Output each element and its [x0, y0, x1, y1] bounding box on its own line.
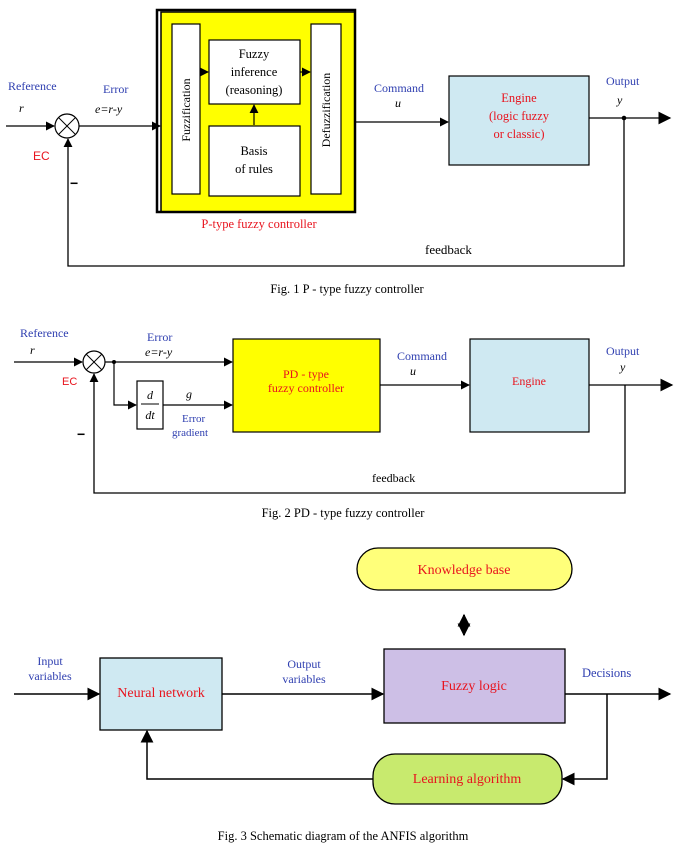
fig2-feedback-path: [89, 373, 626, 494]
fig1-caption: Fig. 1 P - type fuzzy controller: [270, 282, 424, 296]
fig3-anfis-diagram: Input variables Neural network Output va…: [14, 547, 672, 843]
fig1-r-symbol: r: [19, 101, 24, 115]
fig1-controller-label: P-type fuzzy controller: [201, 217, 317, 231]
fig1-feedback-label: feedback: [425, 242, 472, 257]
fig2-u-symbol: u: [410, 364, 416, 378]
fig1-error-label: Error: [103, 82, 128, 96]
fig2-minus-sign: −: [77, 426, 85, 442]
fig1-ec-label: EC: [33, 149, 50, 163]
fig1-junction-cross-b: [58, 117, 76, 135]
fig2-error-gradient-line-2: gradient: [172, 427, 208, 439]
fig3-fuzzy-logic-label: Fuzzy logic: [441, 679, 507, 694]
fig1-fuzzification-label: Fuzzification: [179, 78, 193, 141]
fig3-input-line-2: variables: [28, 669, 72, 683]
fig2-derivative-denominator: dt: [145, 408, 155, 422]
fig2-controller-line-2: fuzzy controller: [268, 381, 344, 395]
fig2-ec-label: EC: [62, 376, 77, 388]
fig1-command-label: Command: [374, 81, 424, 95]
fig2-derivative-input-arrow: [113, 362, 137, 410]
fig3-decisions-label: Decisions: [582, 666, 631, 680]
fig1-engine-block: [448, 75, 590, 166]
fig1-inference-line-3: (reasoning): [226, 83, 283, 97]
fig1-fuzzification-block: [171, 23, 201, 195]
fig1-rules-line-2: of rules: [235, 162, 273, 176]
fig3-learning-algorithm-label: Learning algorithm: [413, 772, 522, 787]
fig1-y-symbol: y: [616, 93, 623, 107]
fig3-input-line-1: Input: [37, 654, 63, 668]
fig3-caption: Fig. 3 Schematic diagram of the ANFIS al…: [218, 829, 469, 843]
fig2-caption: Fig. 2 PD - type fuzzy controller: [262, 506, 426, 520]
fig1-u-symbol: u: [395, 96, 401, 110]
fig1-inference-line-1: Fuzzy: [239, 47, 270, 61]
fig3-output-var-line-1: Output: [287, 657, 321, 671]
fig2-derivative-block: [136, 380, 164, 430]
fig3-fuzzy-logic-block: [383, 648, 566, 724]
fig1-inference-block: [208, 39, 301, 105]
fig2-derivative-numerator: d: [147, 388, 154, 402]
fig1-engine-line-2: (logic fuzzy: [489, 109, 550, 123]
fig1-engine-line-1: Engine: [501, 91, 537, 105]
fig2-error-gradient-line-1: Error: [182, 413, 206, 425]
fig1-output-label: Output: [606, 74, 640, 88]
fig3-knowledge-base-label: Knowledge base: [418, 563, 511, 578]
fig1-defuzzification-block: [310, 23, 342, 195]
fig2-error-label: Error: [147, 330, 172, 344]
fig3-knowledge-base-block: [356, 547, 573, 591]
fig1-reference-label: Reference: [8, 79, 57, 93]
fig1-engine-line-3: or classic): [493, 127, 544, 141]
fig1-defuzzification-label: Defuzzification: [319, 73, 333, 148]
fig1-p-type-fuzzy-controller: Reference r EC Error e=r-y Fuzzification…: [6, 8, 672, 296]
fig1-rules-block: [208, 125, 301, 197]
fig3-output-var-line-2: variables: [282, 672, 326, 686]
fig2-junction-cross-b: [86, 354, 102, 370]
fig2-command-label: Command: [397, 349, 447, 363]
fig1-minus-sign: −: [70, 175, 78, 191]
fig2-feedback-label: feedback: [372, 471, 415, 485]
fig1-feedback-path: [63, 118, 625, 267]
fig1-error-equation: e=r-y: [95, 102, 123, 116]
fig2-reference-label: Reference: [20, 326, 69, 340]
fig1-controller-shadow: [155, 8, 357, 214]
fig2-error-equation: e=r-y: [145, 345, 173, 359]
fig2-output-label: Output: [606, 344, 640, 358]
fig2-controller-line-1: PD - type: [283, 367, 329, 381]
fig1-rules-line-1: Basis: [240, 144, 267, 158]
fig3-decisions-to-learning-arrow: [561, 694, 608, 786]
fig2-engine-block: [469, 338, 590, 433]
fig2-engine-label: Engine: [512, 374, 546, 388]
fig3-neural-network-label: Neural network: [117, 686, 204, 701]
fig2-g-symbol: g: [186, 387, 192, 401]
fig2-pd-type-fuzzy-controller: Reference r EC Error e=r-y d dt g Error …: [14, 326, 674, 520]
fig3-learning-to-network-arrow: [140, 729, 373, 780]
fig3-neural-network-block: [99, 657, 223, 731]
fig2-r-symbol: r: [30, 343, 35, 357]
fig2-y-symbol: y: [619, 360, 626, 374]
fig1-inference-line-2: inference: [231, 65, 278, 79]
